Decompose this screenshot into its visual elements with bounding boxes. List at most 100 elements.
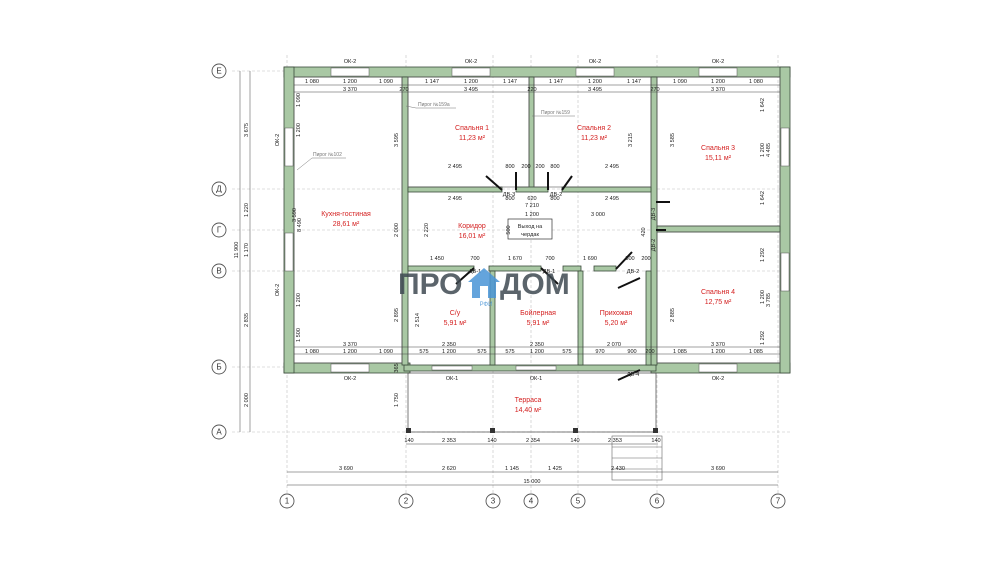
dim-text: 1 147 — [503, 79, 517, 85]
dim-text: 1 085 — [673, 349, 687, 355]
dim-text: 1 200 — [760, 143, 766, 157]
dim-text: 1 080 — [749, 79, 763, 85]
room-name: Прихожая — [600, 310, 633, 317]
room-name: Терраса — [515, 397, 542, 404]
dim-text: 3 370 — [711, 342, 725, 348]
dim-text: 1 670 — [508, 256, 522, 262]
dim-text: 1 292 — [760, 248, 766, 262]
corridor-dimensions: 2 495 800 200 200 800 2 495 2 495 800 62… — [430, 164, 651, 262]
dim-text: 1 090 — [379, 349, 393, 355]
dim-text: 200 — [521, 164, 530, 170]
dim-text: 3 585 — [670, 133, 676, 147]
room-area: 28,61 м² — [333, 221, 360, 228]
dim-text: 2 000 — [394, 223, 400, 237]
dim-text: 4 485 — [766, 143, 772, 157]
logo-text-left: ПРО — [398, 268, 463, 301]
window-label: ОК-2 — [275, 284, 281, 297]
dim-text: 3 495 — [464, 87, 478, 93]
dim-text: 2 495 — [605, 196, 619, 202]
door-label: ДВ-3 — [503, 192, 516, 198]
pylon-102-label: Пирог №102 — [313, 152, 342, 158]
dim-text: 270 — [650, 87, 659, 93]
dim-text: 1 170 — [244, 243, 250, 257]
dim-text: 3 590 — [292, 208, 298, 222]
dim-text: 3 000 — [591, 212, 605, 218]
axis-markers: 1 2 3 4 5 6 7 Е Д Г В Б А — [211, 63, 786, 509]
dim-text: 200 — [535, 164, 544, 170]
windows — [284, 67, 790, 373]
dim-text: 200 — [645, 349, 654, 355]
room-name: Спальня 2 — [577, 125, 611, 132]
attic-exit: Выход на чердак — [507, 218, 553, 240]
door-label: ДВ-4 — [627, 372, 640, 378]
room-name: Коридор — [458, 223, 486, 230]
door-label: ДВ-2 — [651, 239, 657, 252]
terrace — [406, 372, 663, 481]
dim-text: 15 000 — [523, 479, 540, 485]
dim-text: 420 — [641, 227, 647, 236]
dim-text: 3 370 — [343, 342, 357, 348]
axis-label: 7 — [776, 497, 781, 506]
dim-text: 2 514 — [415, 313, 421, 327]
room-name: Бойлерная — [520, 309, 556, 317]
window-label: ОК-1 — [446, 376, 459, 382]
dim-text: 3 690 — [339, 466, 353, 472]
dim-text: 7 210 — [525, 203, 539, 209]
dim-text: 1 200 — [442, 349, 456, 355]
dim-text: 140 — [570, 438, 579, 444]
door-label: ДВ-2 — [550, 192, 563, 198]
dim-text: 800 — [625, 256, 634, 262]
dim-text: 2 620 — [442, 466, 456, 472]
door-label: ДВ-2 — [627, 269, 640, 275]
door-label: ДВ-1 — [469, 269, 482, 275]
doors — [455, 172, 670, 381]
dim-text: 1 080 — [305, 349, 319, 355]
dim-text: 1 090 — [673, 79, 687, 85]
window-label: ОК-2 — [275, 134, 281, 147]
dim-text: 1 147 — [549, 79, 563, 85]
dim-text: 3 690 — [711, 466, 725, 472]
dim-text: 3 675 — [244, 123, 250, 137]
axis-label: 3 — [491, 497, 496, 506]
dim-text: 3 370 — [343, 87, 357, 93]
top-dimensions: 1 080 1 200 1 090 1 147 1 200 1 147 1 14… — [294, 79, 780, 93]
dim-text: 800 — [505, 164, 514, 170]
bottom-dimensions: 3 370 2 350 2 350 2 070 3 370 1 080 1 20… — [294, 342, 780, 355]
window-label: ОК-2 — [712, 59, 725, 65]
axis-label: Б — [216, 363, 221, 372]
window-label: ОК-1 — [530, 376, 543, 382]
room-area: 14,40 м² — [515, 407, 542, 414]
dim-text: 140 — [487, 438, 496, 444]
attic-exit-line1: Выход на — [518, 224, 543, 230]
door-label: ДВ-1 — [543, 269, 556, 275]
room-name: Спальня 1 — [455, 125, 489, 132]
axis-label: А — [216, 428, 222, 437]
dim-text: 2 835 — [244, 313, 250, 327]
axis-label: 1 — [285, 497, 290, 506]
dim-text: 2 495 — [448, 196, 462, 202]
interior-outline — [293, 76, 781, 364]
dim-text: 900 — [627, 349, 636, 355]
dim-text: 3 595 — [394, 133, 400, 147]
dim-text: 1 200 — [588, 79, 602, 85]
axis-label: Е — [216, 67, 221, 76]
dim-text: 1 642 — [760, 191, 766, 205]
room-area: 12,75 м² — [705, 299, 732, 306]
axis-label: 6 — [655, 497, 660, 506]
dim-text: 1 200 — [760, 290, 766, 304]
dim-text: 1 690 — [583, 256, 597, 262]
dim-text: 365 — [394, 363, 400, 372]
window-label: ОК-2 — [589, 59, 602, 65]
room-labels: Кухня-гостиная 28,61 м² Спальня 1 11,23 … — [321, 125, 735, 414]
room-area: 16,01 м² — [459, 233, 486, 240]
window-label: ОК-2 — [465, 59, 478, 65]
dim-text: 1 200 — [343, 79, 357, 85]
dim-text: 1 200 — [296, 293, 302, 307]
dim-text: 970 — [595, 349, 604, 355]
dim-text: 2 350 — [442, 342, 456, 348]
dim-text: 2 495 — [605, 164, 619, 170]
dim-text: 575 — [419, 349, 428, 355]
dim-text: 8 490 — [297, 218, 303, 232]
dim-text: 1 147 — [425, 79, 439, 85]
dim-text: 1 750 — [394, 393, 400, 407]
